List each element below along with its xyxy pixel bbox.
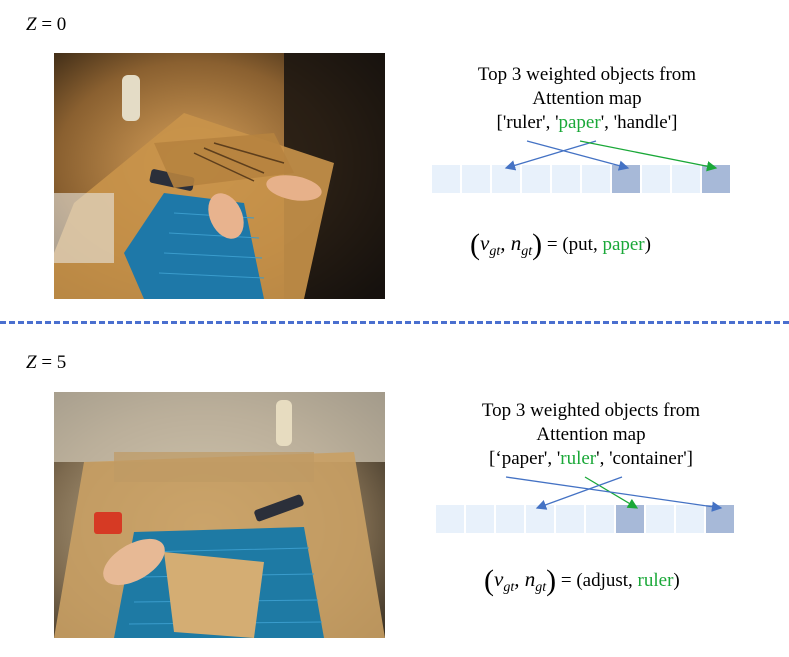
attention-title-line1: Top 3 weighted objects from: [481, 400, 701, 421]
attention-cell: [462, 165, 490, 193]
attention-cell: [586, 505, 614, 533]
gt-noun: paper: [602, 234, 645, 255]
ground-truth-formula-top: (vgt, ngt) = (put, paper): [470, 228, 651, 261]
attention-cell: [646, 505, 674, 533]
object-3: handle: [617, 112, 668, 133]
attention-cell: [706, 505, 734, 533]
attention-cell: [676, 505, 704, 533]
arrow-ruler-to-cell: [584, 476, 639, 509]
z-label-top: Z = 0: [26, 14, 67, 35]
attention-bar-bottom: [436, 505, 734, 533]
egocentric-photo-bottom: [54, 392, 385, 638]
arrow-ruler-to-cell: [504, 140, 597, 171]
object-list: [‘paper', 'ruler', 'container']: [489, 448, 693, 469]
object-2: paper: [558, 112, 601, 133]
arrow-paper-to-cell: [579, 140, 718, 172]
attention-cell: [496, 505, 524, 533]
attention-cell: [466, 505, 494, 533]
gt-noun: ruler: [637, 570, 674, 591]
attention-cell: [436, 505, 464, 533]
attention-bar-top: [432, 165, 730, 193]
attention-cell: [616, 505, 644, 533]
attention-title-line2: Attention map: [532, 88, 642, 109]
ground-truth-formula-bottom: (vgt, ngt) = (adjust, ruler): [484, 564, 680, 597]
object-3: container: [612, 448, 684, 469]
panel-divider: [0, 321, 789, 324]
attention-cell: [642, 165, 670, 193]
attention-cell: [432, 165, 460, 193]
attention-cell: [526, 505, 554, 533]
attention-cell: [672, 165, 700, 193]
attention-title-top: Top 3 weighted objects from Attention ma…: [437, 63, 737, 135]
attention-cell: [582, 165, 610, 193]
object-2: ruler: [560, 448, 597, 469]
attention-cell: [556, 505, 584, 533]
egocentric-photo-top: [54, 53, 385, 299]
attention-title-bottom: Top 3 weighted objects from Attention ma…: [441, 399, 741, 471]
arrow-paper-to-cell: [505, 476, 723, 512]
attention-cell: [522, 165, 550, 193]
gt-verb: put: [568, 234, 593, 255]
z-label-bottom: Z = 5: [26, 352, 67, 373]
gt-verb: adjust: [582, 570, 629, 591]
object-1: paper: [501, 448, 544, 469]
arrow-handle-to-cell: [526, 140, 630, 171]
attention-cell: [552, 165, 580, 193]
arrow-container-to-cell: [535, 476, 623, 510]
attention-cell: [612, 165, 640, 193]
attention-cell: [702, 165, 730, 193]
object-1: ruler: [506, 112, 543, 133]
attention-title-line2: Attention map: [536, 424, 646, 445]
attention-cell: [492, 165, 520, 193]
attention-title-line1: Top 3 weighted objects from: [477, 64, 697, 85]
object-list: ['ruler', 'paper', 'handle']: [496, 112, 678, 133]
